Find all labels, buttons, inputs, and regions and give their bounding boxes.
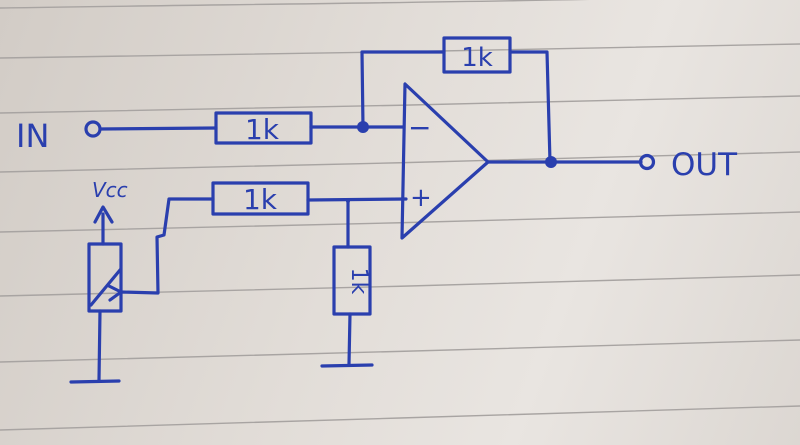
ground-symbol-left [69, 379, 121, 384]
wire-feedback-right [508, 50, 552, 164]
ruled-lines [0, 0, 800, 431]
vcc-arrow-head [93, 205, 114, 224]
wire-pot-ground [97, 309, 102, 382]
wire-pot-wiper [119, 197, 215, 295]
ruled-line [0, 151, 800, 173]
potentiometer-slash [89, 268, 122, 307]
resistor-input-label: 1k [245, 113, 280, 146]
wire-in [98, 126, 218, 131]
resistor-ground-label: 1k [346, 268, 371, 295]
wire-feedback-left [360, 50, 446, 129]
inverting-sign: − [408, 111, 431, 144]
ruled-line [0, 0, 590, 9]
ruled-line [0, 95, 800, 114]
potentiometer-wiper-arrow [107, 284, 123, 302]
input-terminal [84, 120, 102, 138]
output-label: OUT [671, 147, 738, 183]
input-label: IN [16, 117, 49, 155]
resistor-noninverting-label: 1k [243, 183, 278, 216]
wire-ground-bottom [347, 312, 352, 366]
junction-output [545, 156, 557, 168]
junction-noninverting [346, 199, 350, 203]
resistor-ground [332, 245, 372, 316]
ruled-line [0, 211, 800, 233]
noninverting-sign: + [410, 183, 432, 213]
resistor-feedback [442, 36, 512, 74]
opamp-triangle [400, 82, 490, 240]
resistor-feedback-label: 1k [461, 43, 493, 73]
ruled-line [0, 274, 800, 297]
ruled-line [0, 339, 800, 363]
wire-noninv-input [306, 197, 408, 202]
junction-inverting [357, 121, 369, 133]
ruled-line [0, 405, 800, 431]
supply-label: Vcc [92, 178, 128, 202]
potentiometer [87, 242, 123, 313]
ground-symbol-right [320, 363, 374, 368]
